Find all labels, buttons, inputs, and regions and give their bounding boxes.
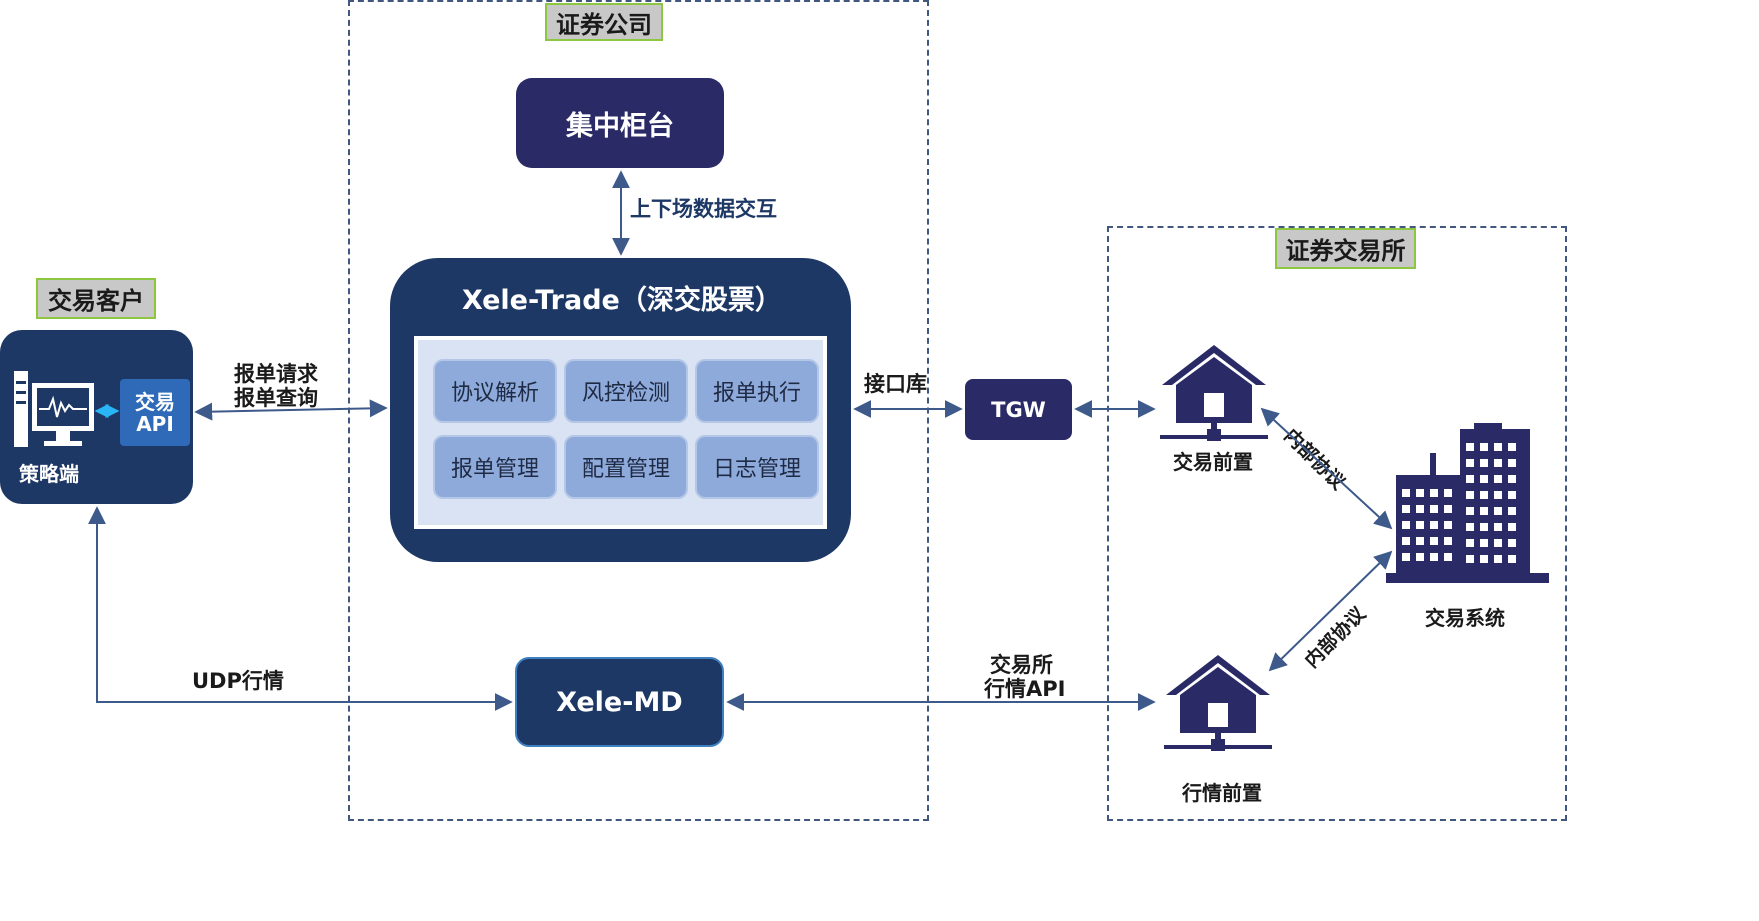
broker-tag: 证券公司 xyxy=(545,3,663,41)
monitor-icon xyxy=(12,367,96,451)
module-config-mgmt: 配置管理 xyxy=(564,435,688,499)
exchange-region xyxy=(1107,226,1567,821)
sync-label: 上下场数据交互 xyxy=(630,197,777,221)
trade-front-house-icon xyxy=(1158,343,1270,443)
xele-md-box: Xele-MD xyxy=(515,657,724,747)
trade-system-label: 交易系统 xyxy=(1425,606,1505,630)
trade-api-box: 交易 API xyxy=(120,379,190,446)
md-front-house-icon xyxy=(1162,653,1274,753)
module-order-mgmt: 报单管理 xyxy=(433,435,557,499)
strategy-label: 策略端 xyxy=(19,462,79,486)
order-request-label: 报单请求 xyxy=(234,362,318,386)
module-protocol-parse: 协议解析 xyxy=(433,359,557,423)
client-tag: 交易客户 xyxy=(36,278,156,319)
xele-trade-title: Xele-Trade（深交股票） xyxy=(462,285,782,316)
module-order-exec: 报单执行 xyxy=(695,359,819,423)
exchange-tag: 证券交易所 xyxy=(1275,228,1416,269)
trade-front-label: 交易前置 xyxy=(1173,450,1253,474)
module-risk-check: 风控检测 xyxy=(564,359,688,423)
udp-arrow xyxy=(88,506,513,711)
md-api-label-1: 交易所 xyxy=(990,653,1053,677)
module-log-mgmt: 日志管理 xyxy=(695,435,819,499)
trade-api-label-2: API xyxy=(136,411,174,436)
front-system-arrow-bottom xyxy=(1268,550,1393,672)
trade-system-building-icon xyxy=(1386,423,1549,583)
interface-lib-label: 接口库 xyxy=(864,372,927,396)
trade-api-label-1: 交易 xyxy=(135,389,175,414)
tgw-box: TGW xyxy=(965,379,1072,440)
order-arrow xyxy=(194,399,388,421)
front-system-arrow-top xyxy=(1260,407,1393,530)
md-front-label: 行情前置 xyxy=(1182,781,1262,805)
central-counter-box: 集中柜台 xyxy=(516,78,724,168)
